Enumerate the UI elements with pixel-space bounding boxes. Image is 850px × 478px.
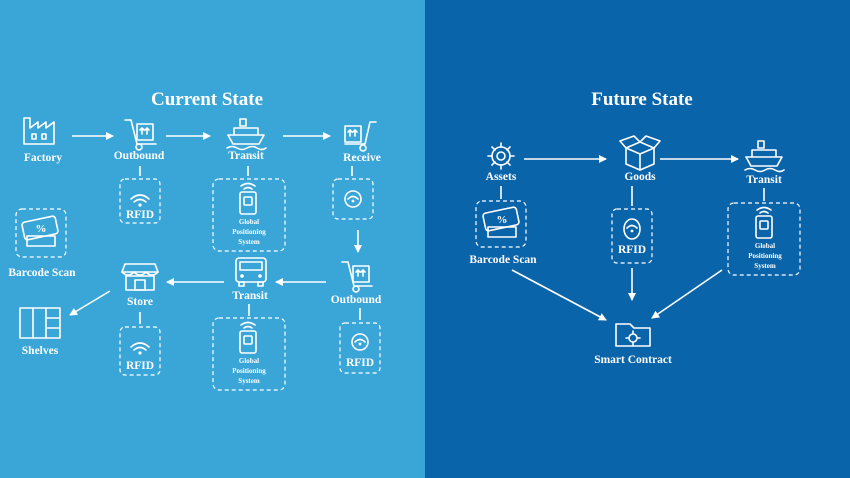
- transit-label: Transit: [746, 174, 782, 186]
- barcode-label: Barcode Scan: [8, 267, 76, 279]
- outbound-label: Outbound: [331, 294, 382, 306]
- gps-device-icon: [239, 182, 257, 215]
- wifi-icon: [130, 342, 150, 355]
- arrow-store-shelves: [69, 290, 111, 316]
- gps-label-line: Positioning: [232, 228, 266, 236]
- future-state-title: Future State: [591, 89, 693, 110]
- shelves-icon: [19, 307, 61, 339]
- future-state-panel: [425, 0, 850, 478]
- current-state-title: Current State: [151, 89, 263, 110]
- factory-icon: [23, 117, 55, 145]
- smart-contract-label: Smart Contract: [594, 354, 672, 366]
- gps-box: [212, 178, 286, 252]
- rfid-box: [611, 208, 653, 264]
- factory-label: Factory: [24, 152, 63, 164]
- gps-label-line: Positioning: [748, 252, 782, 260]
- store-label: Store: [127, 296, 153, 308]
- hand-truck-icon: [124, 119, 157, 151]
- arrow-barcode-contract: [511, 269, 607, 321]
- coupon-icon: %: [482, 206, 520, 238]
- wifi-icon: [623, 218, 641, 240]
- rfid-label: RFID: [126, 360, 154, 372]
- wifi-icon: [344, 190, 362, 208]
- store-icon: [121, 263, 159, 291]
- svg-text:%: %: [497, 214, 508, 226]
- transit-label: Transit: [228, 150, 264, 162]
- receive-label: Receive: [343, 152, 381, 164]
- coupon-icon: %: [21, 215, 59, 247]
- rfid-box: [332, 178, 374, 220]
- folder-gear-icon: [615, 323, 651, 347]
- svg-text:%: %: [36, 223, 47, 235]
- gps-label-line: System: [754, 262, 776, 270]
- gps-label-line: Positioning: [232, 367, 266, 375]
- hand-truck-icon: [341, 261, 373, 293]
- assets-label: Assets: [486, 171, 517, 183]
- box-icon: [619, 135, 661, 171]
- ship-icon: [226, 118, 267, 151]
- barcode-label: Barcode Scan: [469, 254, 537, 266]
- truck-icon: [235, 257, 267, 287]
- wifi-icon: [351, 333, 369, 351]
- gps-label-line: Global: [755, 242, 775, 250]
- rfid-box: [119, 326, 161, 376]
- gps-box: [727, 202, 801, 276]
- gps-box: [212, 317, 286, 391]
- wifi-icon: [130, 194, 150, 207]
- gps-device-icon: [755, 206, 773, 239]
- outbound-label: Outbound: [114, 150, 165, 162]
- gps-label-line: Global: [239, 357, 259, 365]
- gps-label-line: System: [238, 238, 260, 246]
- shelves-label: Shelves: [22, 345, 59, 357]
- arrow-gps-contract: [651, 269, 723, 319]
- goods-label: Goods: [624, 171, 656, 183]
- rfid-label: RFID: [618, 244, 646, 256]
- gps-label-line: System: [238, 377, 260, 385]
- barcode-box: [475, 200, 527, 248]
- barcode-box: [15, 208, 67, 258]
- rfid-label: RFID: [346, 357, 374, 369]
- hand-truck-icon: [344, 121, 377, 152]
- rfid-label: RFID: [126, 209, 154, 221]
- rfid-box: [119, 178, 161, 224]
- gps-device-icon: [239, 321, 257, 354]
- rfid-box: [339, 322, 381, 374]
- ship-icon: [744, 140, 785, 173]
- gps-label-line: Global: [239, 218, 259, 226]
- gear-icon: [487, 142, 515, 170]
- transit-label: Transit: [232, 290, 268, 302]
